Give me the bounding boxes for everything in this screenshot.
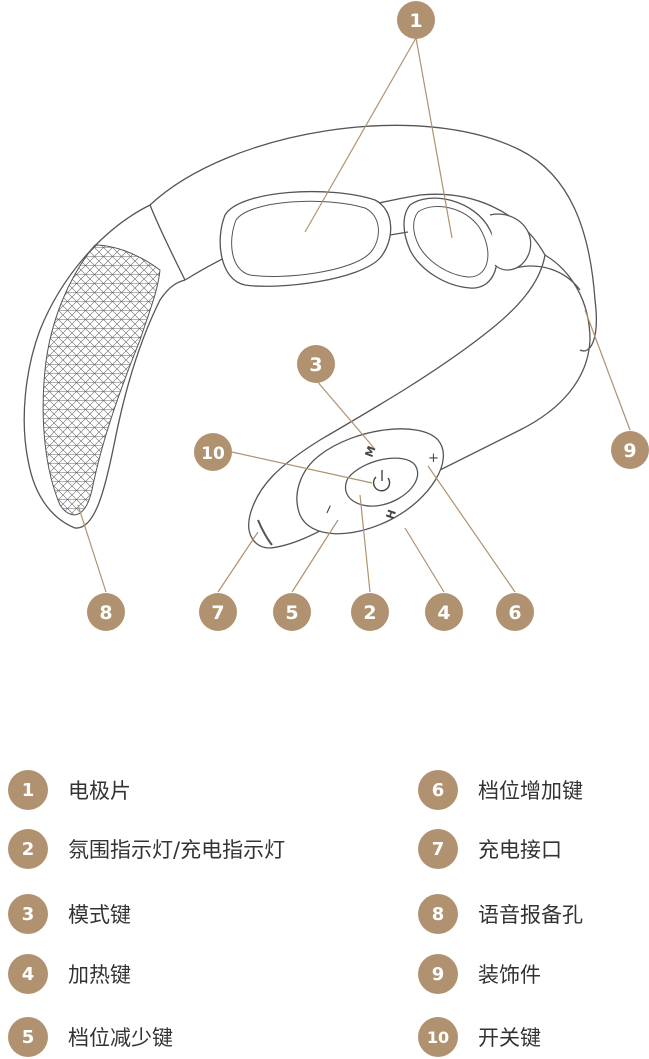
- legend-label: 电极片: [68, 779, 131, 803]
- legend-badge: 2: [8, 829, 48, 869]
- legend-item-5: 5 档位减少键: [8, 1015, 173, 1059]
- svg-text:8: 8: [99, 602, 112, 624]
- legend-item-9: 9 装饰件: [418, 952, 541, 996]
- badge-3: 3: [297, 345, 335, 383]
- svg-text:10: 10: [201, 444, 225, 464]
- legend-label: 开关键: [478, 1026, 541, 1050]
- legend-item-3: 3 模式键: [8, 892, 131, 936]
- legend-item-6: 6 档位增加键: [418, 768, 583, 812]
- legend-badge: 10: [418, 1017, 458, 1057]
- svg-text:1: 1: [409, 10, 422, 32]
- badge-4: 4: [425, 593, 463, 631]
- svg-text:9: 9: [623, 440, 636, 462]
- mode-key-label: M: [363, 444, 379, 459]
- legend-badge: 8: [418, 894, 458, 934]
- legend-item-2: 2 氛围指示灯/充电指示灯: [8, 827, 285, 871]
- badge-10: 10: [194, 433, 232, 471]
- legend-badge: 9: [418, 954, 458, 994]
- legend-badge: 3: [8, 894, 48, 934]
- plus-key-label: +: [428, 451, 439, 466]
- legend-label: 档位减少键: [68, 1026, 173, 1050]
- power-icon: [372, 470, 391, 492]
- legend-badge: 1: [8, 770, 48, 810]
- device-diagram: M H + − 1 3 10 9 8 7: [23, 1, 649, 631]
- badge-5: 5: [273, 593, 311, 631]
- badge-7: 7: [199, 593, 237, 631]
- svg-text:5: 5: [285, 602, 298, 624]
- badge-1: 1: [397, 1, 435, 39]
- legend-label: 装饰件: [478, 963, 541, 987]
- svg-text:4: 4: [437, 602, 450, 624]
- legend-label: 语音报备孔: [478, 903, 583, 927]
- legend-badge: 4: [8, 954, 48, 994]
- legend-badge: 5: [8, 1017, 48, 1057]
- legend-item-10: 10 开关键: [418, 1015, 541, 1059]
- legend-label: 加热键: [68, 963, 131, 987]
- legend-item-7: 7 充电接口: [418, 827, 562, 871]
- badge-6: 6: [496, 593, 534, 631]
- legend-label: 充电接口: [478, 838, 562, 862]
- badge-9: 9: [611, 431, 649, 469]
- legend-item-4: 4 加热键: [8, 952, 131, 996]
- legend-label: 氛围指示灯/充电指示灯: [68, 838, 286, 862]
- badge-8: 8: [87, 593, 125, 631]
- legend-badge: 7: [418, 829, 458, 869]
- electrode-pad-left: [219, 190, 392, 287]
- svg-text:2: 2: [363, 602, 376, 624]
- legend-label: 档位增加键: [478, 779, 583, 803]
- svg-text:7: 7: [211, 602, 224, 624]
- svg-text:3: 3: [309, 354, 322, 376]
- legend-item-8: 8 语音报备孔: [418, 892, 583, 936]
- heat-key-label: H: [384, 508, 399, 521]
- speaker-mesh: [42, 244, 161, 516]
- legend-badge: 6: [418, 770, 458, 810]
- badge-2: 2: [351, 593, 389, 631]
- power-button[interactable]: [345, 457, 419, 507]
- svg-text:6: 6: [508, 602, 521, 624]
- legend-label: 模式键: [68, 903, 131, 927]
- charging-port: [257, 519, 273, 546]
- legend-item-1: 1 电极片: [8, 768, 131, 812]
- leader-lines: [77, 37, 631, 593]
